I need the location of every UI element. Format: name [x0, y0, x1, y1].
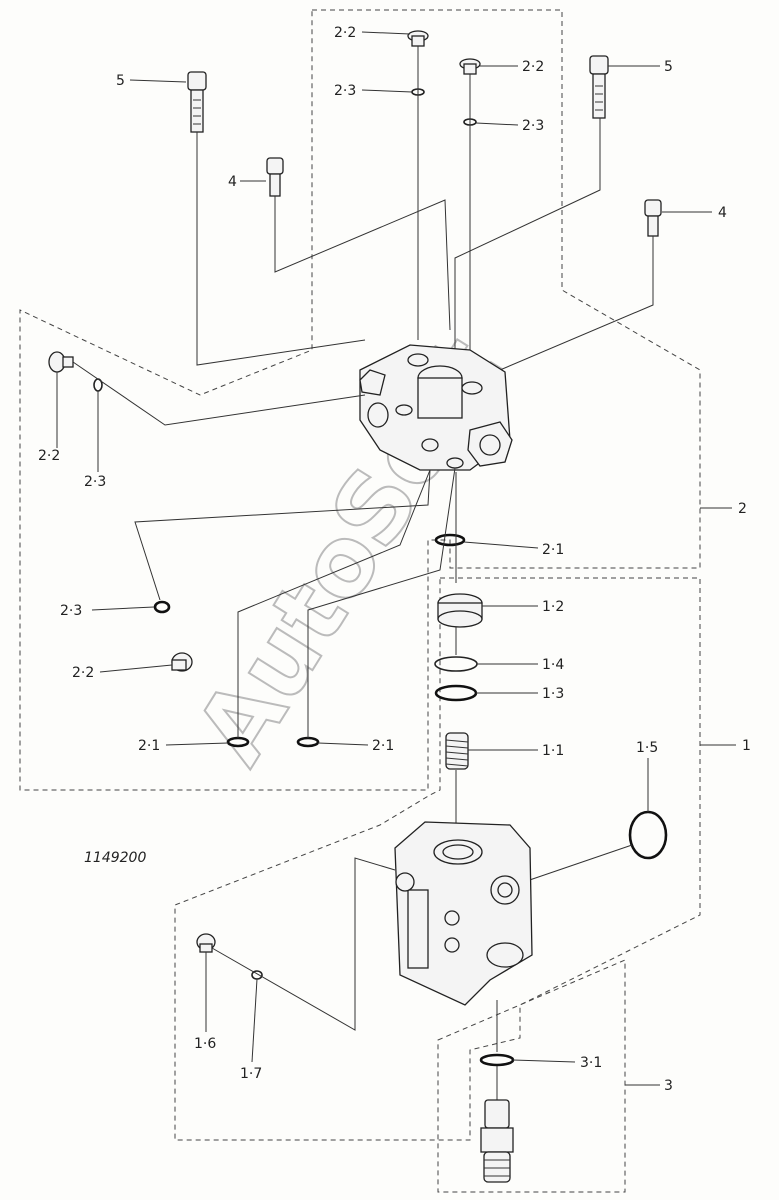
assembly-line-1-5	[514, 844, 633, 886]
ring-1-4	[434, 656, 478, 672]
plug-2-2-top	[407, 30, 429, 47]
callout-2-1-left: 2·1	[138, 738, 160, 754]
callout-2-3-top: 2·3	[334, 83, 356, 99]
cartridge-3	[480, 1099, 514, 1183]
callout-3-1: 3·1	[580, 1055, 602, 1071]
valve-body-upper	[359, 344, 513, 471]
o-ring-2-1-right	[296, 736, 320, 748]
assembly-line-bolt5-right	[454, 118, 601, 360]
group-3-boundary	[437, 959, 626, 1193]
callout-leaders	[56, 31, 736, 1086]
bolt-4-left	[266, 157, 284, 197]
assembly-line-2-1-right	[307, 467, 456, 738]
callout-2-2-top: 2·2	[334, 25, 356, 41]
callout-3: 3	[664, 1078, 673, 1094]
callout-2-3-topr: 2·3	[522, 118, 544, 134]
plug-2-2-mid	[171, 652, 193, 672]
o-ring-1-3	[434, 684, 478, 702]
callout-5-right: 5	[664, 59, 673, 75]
assembly-line-mid-plug	[134, 469, 431, 601]
o-ring-1-5	[628, 810, 668, 860]
callout-1-4: 1·4	[542, 657, 564, 673]
callout-4-right: 4	[718, 205, 727, 221]
callout-1-2: 1·2	[542, 599, 564, 615]
piston-1-2	[437, 593, 483, 628]
drawing-number: 1149200	[84, 850, 146, 866]
assembly-line-1-6	[211, 857, 396, 1031]
plug-2-2-topr	[459, 58, 481, 75]
callout-4-left: 4	[228, 174, 237, 190]
callout-1-5: 1·5	[636, 740, 658, 756]
bolt-4-right	[644, 199, 662, 237]
o-ring-2-3-mid	[153, 600, 171, 614]
o-ring-3-1	[479, 1053, 515, 1067]
callout-2-2-left: 2·2	[38, 448, 60, 464]
callout-2-3-left: 2·3	[84, 474, 106, 490]
callout-1-7: 1·7	[240, 1066, 262, 1082]
valve-body-lower	[394, 821, 533, 1006]
bolt-5-right	[589, 55, 609, 119]
spring-1-1	[445, 732, 469, 770]
callout-1-1: 1·1	[542, 743, 564, 759]
callout-2-2-topr: 2·2	[522, 59, 544, 75]
plug-2-2-left	[48, 351, 74, 373]
callout-1-3: 1·3	[542, 686, 564, 702]
callout-1: 1	[742, 738, 751, 754]
callout-1-6: 1·6	[194, 1036, 216, 1052]
callout-2-3-mid: 2·3	[60, 603, 82, 619]
callout-2: 2	[738, 501, 747, 517]
callout-2-1-right: 2·1	[372, 738, 394, 754]
o-ring-2-1-mid	[434, 533, 466, 547]
callout-2-2-mid: 2·2	[72, 665, 94, 681]
group-1-boundary	[174, 577, 701, 1141]
assembly-line-bolt5-left	[196, 132, 366, 366]
assembly-line-2-1-left	[237, 469, 431, 738]
assembly-line-bolt4-right	[494, 236, 654, 431]
assembly-line-bolt4-left	[274, 196, 451, 331]
callout-2-1-mid: 2·1	[542, 542, 564, 558]
callout-5-left: 5	[116, 73, 125, 89]
plug-1-6	[196, 933, 216, 953]
assembly-line-left-plug	[72, 361, 366, 426]
bolt-5-left	[187, 71, 207, 133]
